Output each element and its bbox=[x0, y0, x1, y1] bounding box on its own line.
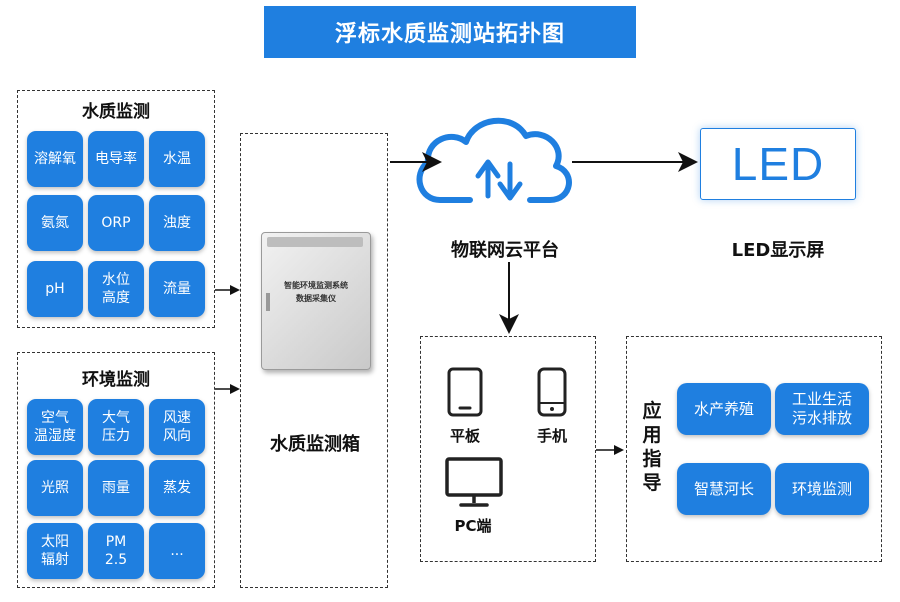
tile-evaporation: 蒸发 bbox=[149, 460, 205, 516]
app-sewage: 工业生活 污水排放 bbox=[775, 383, 869, 435]
device-group: 智能环境监测系统 数据采集仪 水质监测箱 bbox=[240, 133, 388, 588]
tile-pressure: 大气 压力 bbox=[88, 399, 144, 455]
tile-conductivity: 电导率 bbox=[88, 131, 144, 187]
tile-wind: 风速 风向 bbox=[149, 399, 205, 455]
tile-solar: 太阳 辐射 bbox=[27, 523, 83, 579]
device-box-latch bbox=[266, 293, 270, 311]
application-heading: 应 用 指 导 bbox=[642, 400, 662, 494]
tile-ammonia: 氨氮 bbox=[27, 195, 83, 251]
tile-more: ... bbox=[149, 523, 205, 579]
led-screen: LED bbox=[700, 128, 856, 200]
device-plate-line1: 智能环境监测系统 bbox=[284, 281, 348, 290]
tile-pm25: PM 2.5 bbox=[88, 523, 144, 579]
application-group: 应 用 指 导 水产养殖 工业生活 污水排放 智慧河长 环境监测 bbox=[626, 336, 882, 562]
tablet-label: 平板 bbox=[449, 427, 480, 445]
phone-icon bbox=[537, 367, 567, 417]
tile-water-temp: 水温 bbox=[149, 131, 205, 187]
tile-dissolved-oxygen: 溶解氧 bbox=[27, 131, 83, 187]
tile-rain: 雨量 bbox=[88, 460, 144, 516]
app-aquaculture: 水产养殖 bbox=[677, 383, 771, 435]
device-box-lid bbox=[267, 237, 363, 247]
app-river-chief: 智慧河长 bbox=[677, 463, 771, 515]
tile-flow: 流量 bbox=[149, 261, 205, 317]
led-label: LED显示屏 bbox=[731, 240, 825, 261]
diagram-title: 浮标水质监测站拓扑图 bbox=[264, 6, 636, 58]
device-label: 水质监测箱 bbox=[270, 434, 360, 455]
water-quality-heading: 水质监测 bbox=[82, 102, 150, 122]
terminals-group: 平板 手机 PC端 bbox=[420, 336, 596, 562]
device-box-plate: 智能环境监测系统 数据采集仪 bbox=[276, 279, 356, 313]
pc-label: PC端 bbox=[454, 517, 492, 535]
environment-group: 环境监测 空气 温湿度 大气 压力 风速 风向 光照 雨量 蒸发 太阳 辐射 P… bbox=[17, 352, 215, 588]
tile-air-humidity: 空气 温湿度 bbox=[27, 399, 83, 455]
tablet-icon bbox=[447, 367, 483, 417]
cloud-label: 物联网云平台 bbox=[451, 240, 559, 261]
tile-ph: pH bbox=[27, 261, 83, 317]
environment-heading: 环境监测 bbox=[82, 370, 150, 390]
app-env-monitor: 环境监测 bbox=[775, 463, 869, 515]
pc-icon bbox=[445, 457, 503, 507]
water-quality-group: 水质监测 溶解氧 电导率 水温 氨氮 ORP 浊度 pH 水位 高度 流量 bbox=[17, 90, 215, 328]
device-box-image: 智能环境监测系统 数据采集仪 bbox=[261, 232, 371, 370]
phone-label: 手机 bbox=[536, 427, 567, 445]
tile-turbidity: 浊度 bbox=[149, 195, 205, 251]
tile-orp: ORP bbox=[88, 195, 144, 251]
device-plate-line2: 数据采集仪 bbox=[296, 294, 336, 303]
tile-water-level: 水位 高度 bbox=[88, 261, 144, 317]
led-screen-text: LED bbox=[731, 138, 825, 190]
tile-light: 光照 bbox=[27, 460, 83, 516]
